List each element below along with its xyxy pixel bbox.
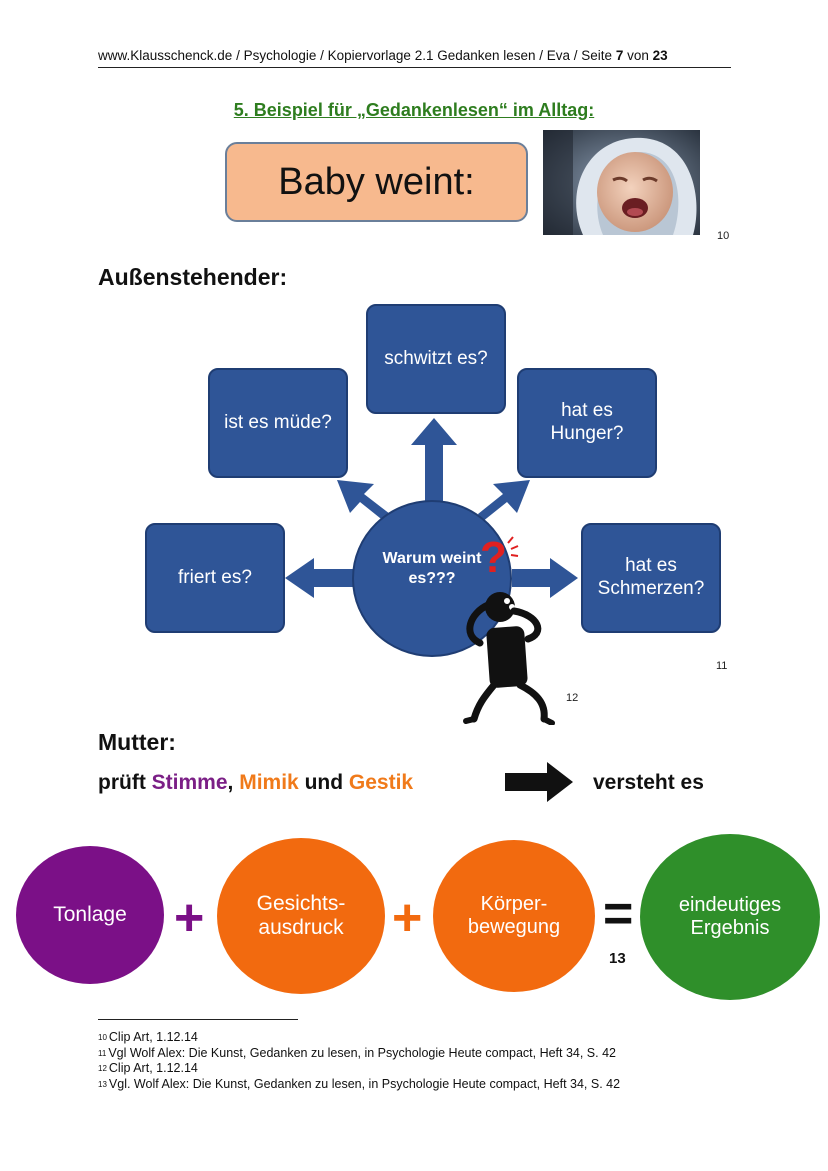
- arrow-up: [411, 418, 457, 506]
- equals-sign: =: [603, 885, 634, 943]
- circle-tonlage: Tonlage: [16, 846, 164, 984]
- crying-baby-photo: [543, 130, 700, 235]
- page-header: www.Klausschenck.de / Psychologie / Kopi…: [98, 48, 731, 68]
- circle-eindeutiges-ergebnis: eindeutiges Ergebnis: [640, 834, 820, 1000]
- plus-sign-orange: +: [392, 889, 423, 947]
- box-hat-es-hunger-text: hat es Hunger?: [550, 400, 624, 444]
- box-friert-es: friert es?: [145, 523, 285, 633]
- center-warum-weint-es: Warum weint es???: [352, 500, 512, 657]
- right-arrow-icon: [505, 762, 573, 802]
- arrow-left: [285, 558, 354, 598]
- box-hat-es-hunger: hat es Hunger?: [517, 368, 657, 478]
- center-text: Warum weint es???: [382, 550, 482, 587]
- mother-heading: Mutter:: [98, 729, 176, 755]
- red-question-mark: ?: [480, 533, 507, 582]
- footnote-10-number: 10: [98, 1033, 107, 1042]
- plus-sign-purple: +: [174, 889, 205, 947]
- outsider-heading: Außenstehender:: [98, 264, 288, 290]
- footnote-mark-12: 12: [566, 692, 579, 704]
- mother-checks-prefix: prüft: [98, 771, 146, 794]
- box-hat-es-schmerzen-text: hat es Schmerzen?: [597, 555, 705, 599]
- header-site: www.Klausschenck.de: [98, 48, 233, 63]
- footnote-13-number: 13: [98, 1079, 107, 1089]
- footnote-12-text: Clip Art, 1.12.14: [108, 1061, 198, 1075]
- word-mimik: Mimik: [239, 771, 299, 794]
- baby-weint-box: Baby weint:: [225, 142, 528, 222]
- box-ist-es-muede: ist es müde?: [208, 368, 348, 478]
- word-gestik: Gestik: [348, 771, 414, 794]
- footnote-mark-10: 10: [717, 230, 730, 242]
- word-stimme: Stimme: [151, 771, 228, 794]
- footnote-mark-13: 13: [609, 950, 626, 967]
- mother-and: und: [304, 771, 344, 794]
- footnote-11-text: Vgl Wolf Alex: Die Kunst, Gedanken zu le…: [108, 1045, 616, 1060]
- mother-sep1: ,: [227, 771, 234, 794]
- footnote-11-number: 11: [98, 1048, 107, 1058]
- footnote-13-text: Vgl. Wolf Alex: Die Kunst, Gedanken zu l…: [108, 1076, 621, 1091]
- section-title: 5. Beispiel für „Gedankenlesen“ im Allta…: [0, 100, 828, 121]
- header-path: / Psychologie / Kopiervorlage 2.1 Gedank…: [236, 48, 613, 63]
- footnote-rule: [98, 1019, 298, 1020]
- confused-figure-icon: ?: [458, 533, 558, 726]
- box-hat-es-schmerzen: hat es Schmerzen?: [581, 523, 721, 633]
- section-title-text: 5. Beispiel für „Gedankenlesen“ im Allta…: [233, 100, 595, 120]
- header-total: 23: [652, 48, 668, 63]
- footnote-12-number: 12: [98, 1064, 107, 1073]
- footnote-10-text: Clip Art, 1.12.14: [108, 1030, 198, 1044]
- box-schwitzt-es: schwitzt es?: [366, 304, 506, 414]
- arrow-up-right: [478, 480, 530, 522]
- mother-result: versteht es: [593, 771, 704, 794]
- footnote-mark-11: 11: [716, 660, 728, 672]
- header-page: 7: [615, 48, 624, 63]
- header-of: von: [627, 48, 649, 63]
- circle-gesichtsausdruck: Gesichts- ausdruck: [217, 838, 385, 994]
- mother-checks-line: prüft Stimme, Mimik und Gestik: [98, 771, 413, 795]
- circle-koerperbewegung: Körper- bewegung: [433, 840, 595, 992]
